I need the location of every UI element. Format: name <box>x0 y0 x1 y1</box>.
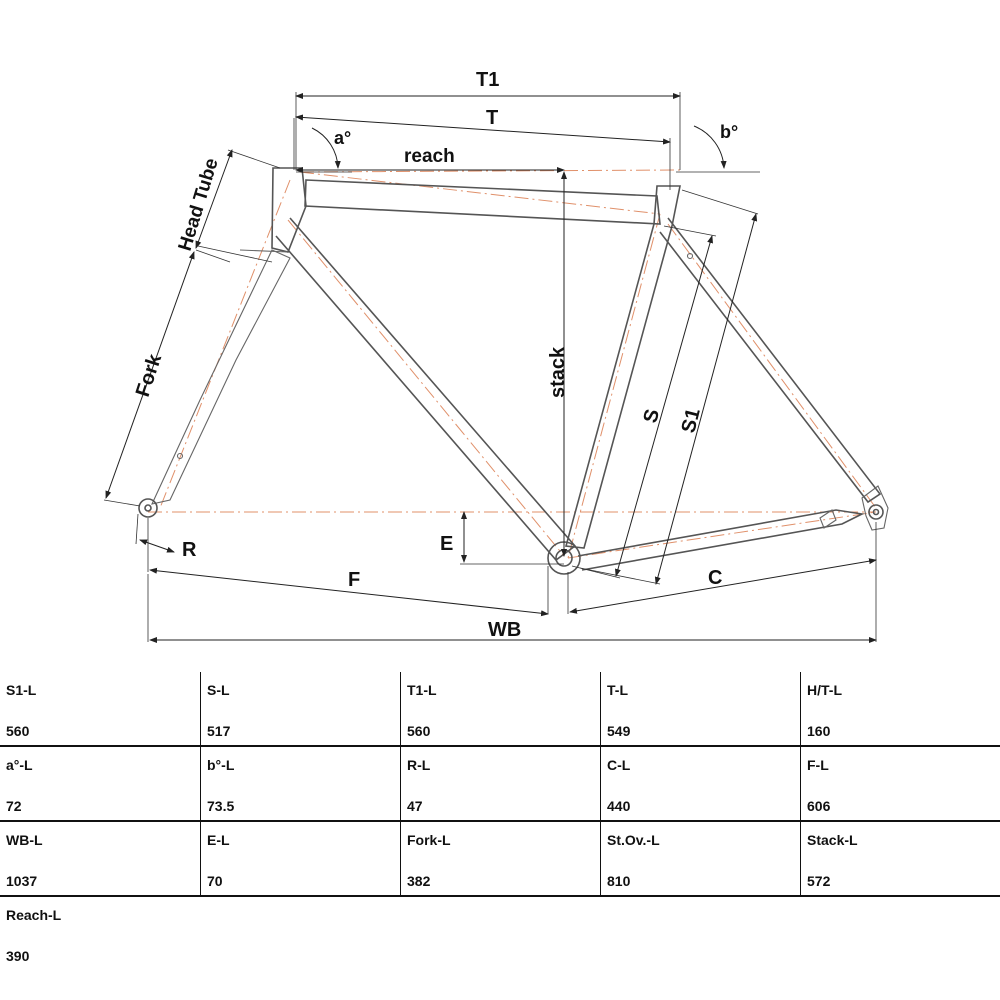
label-b-angle: b° <box>720 122 738 142</box>
geometry-spec-table: S1-L 560 S-L 517 T1-L 560 T-L 549 H/T-L … <box>0 672 1000 970</box>
spec-label: C-L <box>607 757 631 773</box>
spec-cell: T1-L 560 <box>400 672 600 745</box>
spec-cell: F-L 606 <box>800 747 1000 820</box>
spec-label: H/T-L <box>807 682 842 698</box>
spec-value: 606 <box>807 798 831 814</box>
spec-row: WB-L 1037 E-L 70 Fork-L 382 St.Ov.-L 810… <box>0 822 1000 897</box>
spec-label: Fork-L <box>407 832 451 848</box>
spec-cell: Fork-L 382 <box>400 822 600 895</box>
label-c: C <box>708 567 722 589</box>
label-a-angle: a° <box>334 128 351 148</box>
spec-value: 73.5 <box>207 798 235 814</box>
spec-value: 560 <box>407 723 431 739</box>
dimension-labels: T1 T a° b° reach Head Tube Fork stack S … <box>132 69 738 641</box>
spec-label: S-L <box>207 682 230 698</box>
spec-cell: S1-L 560 <box>0 672 200 745</box>
spec-label: T1-L <box>407 682 437 698</box>
frame-geometry-diagram: T1 T a° b° reach Head Tube Fork stack S … <box>103 69 889 643</box>
spec-label: F-L <box>807 757 829 773</box>
spec-cell: S-L 517 <box>200 672 400 745</box>
spec-value: 440 <box>607 798 631 814</box>
spec-row: Reach-L 390 <box>0 897 1000 970</box>
spec-value: 160 <box>807 723 831 739</box>
spec-cell: C-L 440 <box>600 747 800 820</box>
spec-value: 810 <box>607 873 631 889</box>
spec-cell: E-L 70 <box>200 822 400 895</box>
spec-label: S1-L <box>6 682 37 698</box>
dimension-lines <box>103 92 877 643</box>
label-t1: T1 <box>476 69 499 91</box>
spec-label: a°-L <box>6 757 33 773</box>
spec-cell: b°-L 73.5 <box>200 747 400 820</box>
label-f: F <box>348 569 360 591</box>
label-stack: stack <box>547 346 569 398</box>
centerlines <box>148 169 877 559</box>
spec-cell: R-L 47 <box>400 747 600 820</box>
spec-cell: St.Ov.-L 810 <box>600 822 800 895</box>
spec-value: 390 <box>6 948 30 964</box>
label-fork: Fork <box>132 351 167 400</box>
spec-label: WB-L <box>6 832 43 848</box>
spec-cell: Stack-L 572 <box>800 822 1000 895</box>
bike-frame <box>138 167 889 575</box>
spec-row: S1-L 560 S-L 517 T1-L 560 T-L 549 H/T-L … <box>0 672 1000 747</box>
spec-cell: Reach-L 390 <box>0 897 200 970</box>
label-t: T <box>486 107 498 129</box>
label-wb: WB <box>488 619 521 641</box>
spec-label: St.Ov.-L <box>607 832 660 848</box>
label-s: S <box>640 407 665 425</box>
spec-label: R-L <box>407 757 431 773</box>
spec-value: 517 <box>207 723 231 739</box>
spec-value: 47 <box>407 798 423 814</box>
spec-label: E-L <box>207 832 230 848</box>
spec-value: 572 <box>807 873 831 889</box>
spec-label: T-L <box>607 682 628 698</box>
spec-label: b°-L <box>207 757 235 773</box>
label-r: R <box>182 539 197 561</box>
spec-value: 560 <box>6 723 30 739</box>
spec-cell: a°-L 72 <box>0 747 200 820</box>
spec-cell: H/T-L 160 <box>800 672 1000 745</box>
spec-row: a°-L 72 b°-L 73.5 R-L 47 C-L 440 F-L 606 <box>0 747 1000 822</box>
label-s1: S1 <box>678 406 705 435</box>
spec-cell: WB-L 1037 <box>0 822 200 895</box>
spec-label: Stack-L <box>807 832 858 848</box>
spec-cell: T-L 549 <box>600 672 800 745</box>
spec-value: 70 <box>207 873 223 889</box>
spec-value: 549 <box>607 723 631 739</box>
label-reach: reach <box>404 146 455 167</box>
label-e: E <box>440 533 453 555</box>
spec-label: Reach-L <box>6 907 62 923</box>
spec-value: 72 <box>6 798 22 814</box>
label-head-tube: Head Tube <box>175 156 223 254</box>
spec-value: 382 <box>407 873 431 889</box>
spec-value: 1037 <box>6 873 38 889</box>
